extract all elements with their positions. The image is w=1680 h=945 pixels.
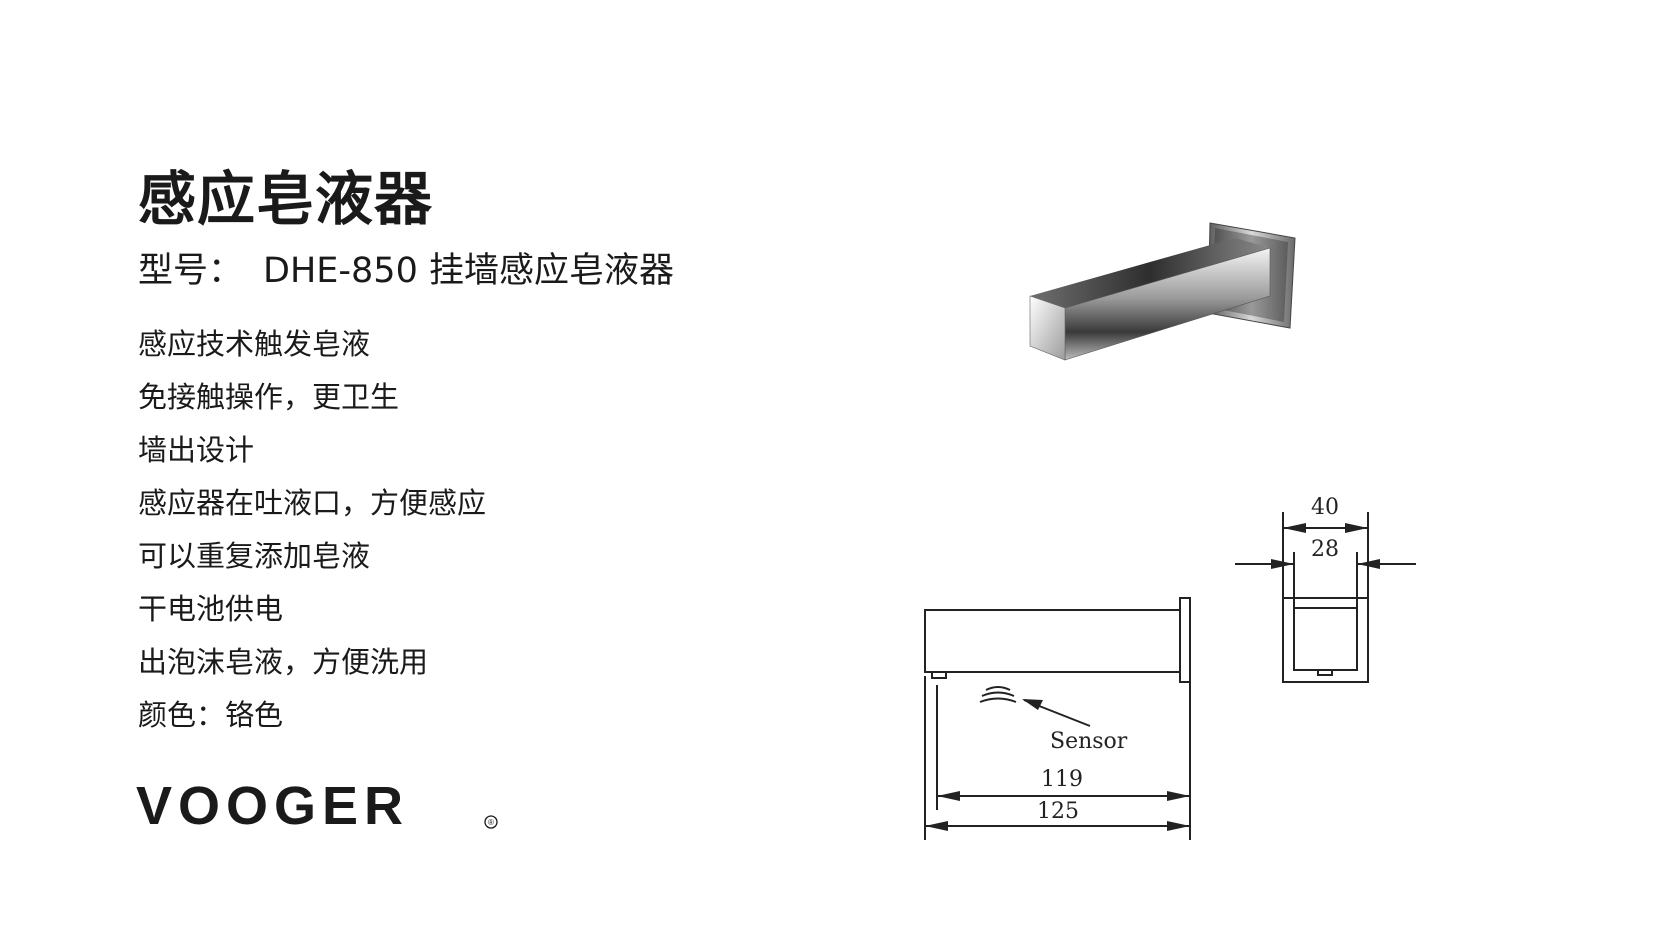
feature-item: 出泡沫皂液，方便洗用 [138, 645, 429, 679]
model-label: 型号： [138, 251, 244, 291]
end-view-nub [1317, 669, 1333, 676]
arrowhead [925, 821, 948, 831]
feature-list: 感应技术触发皂液 免接触操作，更卫生 墙出设计 感应器在吐液口，方便感应 可以重… [138, 318, 486, 742]
side-view-flange [1179, 597, 1191, 683]
arrowhead [1167, 821, 1190, 831]
registered-mark-circle [484, 815, 498, 829]
product-image [1029, 222, 1296, 361]
side-view-body [924, 609, 1181, 673]
feature-item: 颜色：铬色 [138, 698, 284, 732]
brand-logo: VOOGER ® [136, 776, 498, 832]
feature-item: 墙出设计 [138, 433, 255, 467]
dim-label-119: 119 [1041, 767, 1083, 792]
dim-label-28: 28 [1311, 537, 1339, 562]
arrowhead [1283, 523, 1306, 533]
arrowhead [1271, 559, 1294, 569]
arrowhead [1022, 699, 1043, 710]
sensor-wave [981, 691, 1015, 697]
model-line: 型号： DHE-850 挂墙感应皂液器 [138, 252, 674, 291]
feature-item: 感应器在吐液口，方便感应 [138, 486, 487, 520]
feature-item: 感应技术触发皂液 [138, 327, 371, 361]
registered-mark: ® [488, 818, 494, 827]
arrowhead [1167, 791, 1190, 801]
dim-label-125: 125 [1037, 799, 1079, 824]
dim-label-40: 40 [1311, 495, 1339, 520]
sensor-label: Sensor [1050, 729, 1128, 754]
feature-item: 可以重复添加皂液 [138, 539, 371, 573]
arrowhead [1357, 559, 1380, 569]
outlet-nub [931, 671, 947, 679]
arrowhead [1345, 523, 1368, 533]
brand-name: VOOGER [136, 776, 409, 832]
feature-item: 干电池供电 [138, 592, 284, 626]
arrowhead [937, 791, 960, 801]
sensor-wave [979, 697, 1017, 703]
product-title: 感应皂液器 [138, 165, 434, 233]
sensor-wave [985, 686, 1011, 691]
dimension-drawing: 40 28 Sensor 119 125 [924, 495, 1416, 840]
feature-item: 免接触操作，更卫生 [138, 380, 400, 414]
end-view-inner [1293, 607, 1358, 671]
end-view-outer [1282, 597, 1369, 683]
model-value: DHE-850 挂墙感应皂液器 [263, 251, 674, 291]
